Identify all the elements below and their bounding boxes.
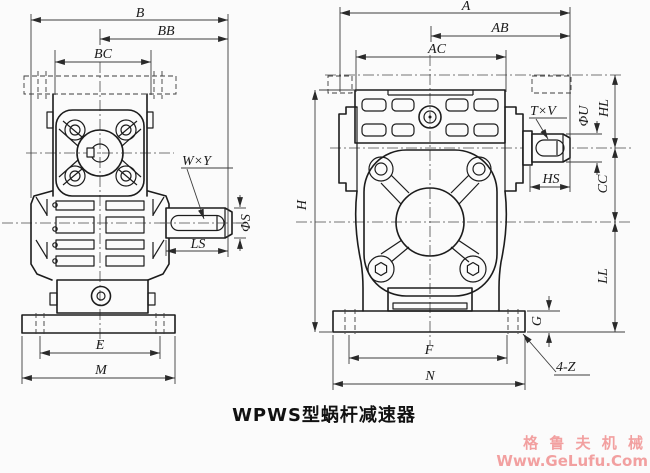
- base-flange: [21, 314, 176, 334]
- drawing-title: WPWS型蜗杆减速器: [232, 404, 416, 426]
- dim-label-CC: CC: [596, 174, 611, 193]
- keyway-notch: [86, 147, 95, 158]
- base-bolt-holes: [344, 309, 519, 334]
- watermark: 格 鲁 夫 机 械 Www.GeLufu.Com: [496, 434, 648, 470]
- flange-ribs: [58, 120, 142, 186]
- dim-label-LL: LL: [596, 268, 611, 285]
- base-flange: [332, 310, 526, 333]
- cooling-fins: [52, 200, 145, 267]
- lower-housing: [56, 279, 149, 314]
- dim-label-F: F: [424, 343, 434, 358]
- dim-label-LS: LS: [190, 237, 206, 252]
- front-view: [296, 55, 633, 345]
- side-view-dimensions: B BB BC W×Y ΦS LS E M: [21, 6, 254, 384]
- dim-label-4Z: 4-Z: [556, 360, 576, 375]
- dim-label-AB: AB: [490, 21, 509, 36]
- dim-label-HS: HS: [541, 172, 559, 187]
- side-view: [2, 62, 248, 344]
- front-view-dimensions: A AB AC H T×V ΦU HS HL CC LL G: [295, 0, 625, 390]
- dim-label-N: N: [424, 369, 435, 384]
- dim-label-M: M: [94, 363, 108, 378]
- dim-label-phiS: ΦS: [239, 214, 254, 232]
- dim-label-G: G: [530, 316, 545, 326]
- dim-label-WxY: W×Y: [182, 154, 213, 169]
- right-flange: [504, 106, 524, 192]
- side-brackets: [30, 190, 170, 281]
- bearing-bore: [76, 129, 124, 177]
- housing-left-edge: [354, 190, 364, 312]
- worm-shaft: [522, 130, 571, 166]
- watermark-brand: 格 鲁 夫 机 械: [523, 434, 646, 452]
- dim-label-E: E: [95, 338, 105, 353]
- dim-label-AC: AC: [427, 42, 447, 57]
- dim-label-BB: BB: [157, 24, 175, 39]
- dim-label-HL: HL: [597, 99, 612, 118]
- phantom-plate-right: [531, 75, 572, 94]
- top-fins: [361, 98, 499, 137]
- dim-label-phiU: ΦU: [577, 105, 592, 127]
- flange-bolts: [64, 119, 137, 187]
- shaft-keyway: [535, 139, 565, 157]
- dim-label-TxV: T×V: [530, 104, 557, 119]
- cover-bolts: [367, 156, 492, 283]
- front-cover: [363, 149, 498, 297]
- dim-label-B: B: [136, 6, 145, 21]
- base-bolt-holes: [35, 313, 165, 335]
- watermark-url: Www.GeLufu.Com: [496, 452, 648, 470]
- wheel-bore-cover: [395, 187, 465, 257]
- output-shaft: [160, 207, 246, 239]
- dim-label-A: A: [461, 0, 471, 14]
- housing-right-edge: [498, 190, 508, 312]
- oil-plug: [418, 105, 442, 129]
- left-flange: [338, 106, 358, 192]
- cover-ribs: [380, 174, 480, 263]
- dim-label-H: H: [295, 199, 310, 211]
- phantom-flange: [23, 75, 177, 95]
- drain-plug: [90, 285, 112, 307]
- bearing-flange: [55, 109, 145, 197]
- dim-label-BC: BC: [94, 47, 113, 62]
